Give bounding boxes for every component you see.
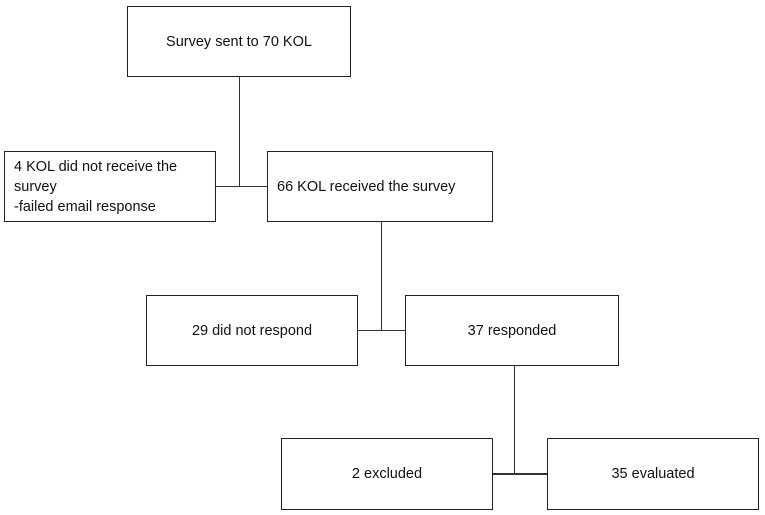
connector-sent-to-branch [239, 77, 240, 187]
node-responded: 37 responded [405, 295, 619, 366]
node-received: 66 KOL received the survey [267, 151, 493, 222]
connector-branch-1 [216, 186, 267, 187]
node-not-received-label-line2: -failed email response [14, 198, 156, 215]
node-excluded: 2 excluded [281, 438, 493, 510]
connector-received-to-branch [381, 222, 382, 331]
node-evaluated-label: 35 evaluated [611, 466, 695, 482]
node-evaluated: 35 evaluated [547, 438, 759, 510]
node-responded-label: 37 responded [467, 322, 557, 339]
node-did-not-respond: 29 did not respond [146, 295, 358, 366]
node-excluded-label: 2 excluded [351, 466, 423, 482]
node-not-received-label-line1: 4 KOL did not receive the survey [14, 158, 178, 195]
node-survey-sent-label: Survey sent to 70 KOL [166, 33, 312, 50]
connector-branch-2 [358, 330, 405, 331]
connector-branch-3 [493, 473, 547, 475]
node-not-received: 4 KOL did not receive the survey -failed… [4, 151, 216, 222]
node-did-not-respond-label: 29 did not respond [191, 322, 313, 339]
node-received-label: 66 KOL received the survey [277, 178, 456, 195]
connector-responded-to-branch [514, 366, 515, 474]
node-survey-sent: Survey sent to 70 KOL [127, 6, 351, 77]
